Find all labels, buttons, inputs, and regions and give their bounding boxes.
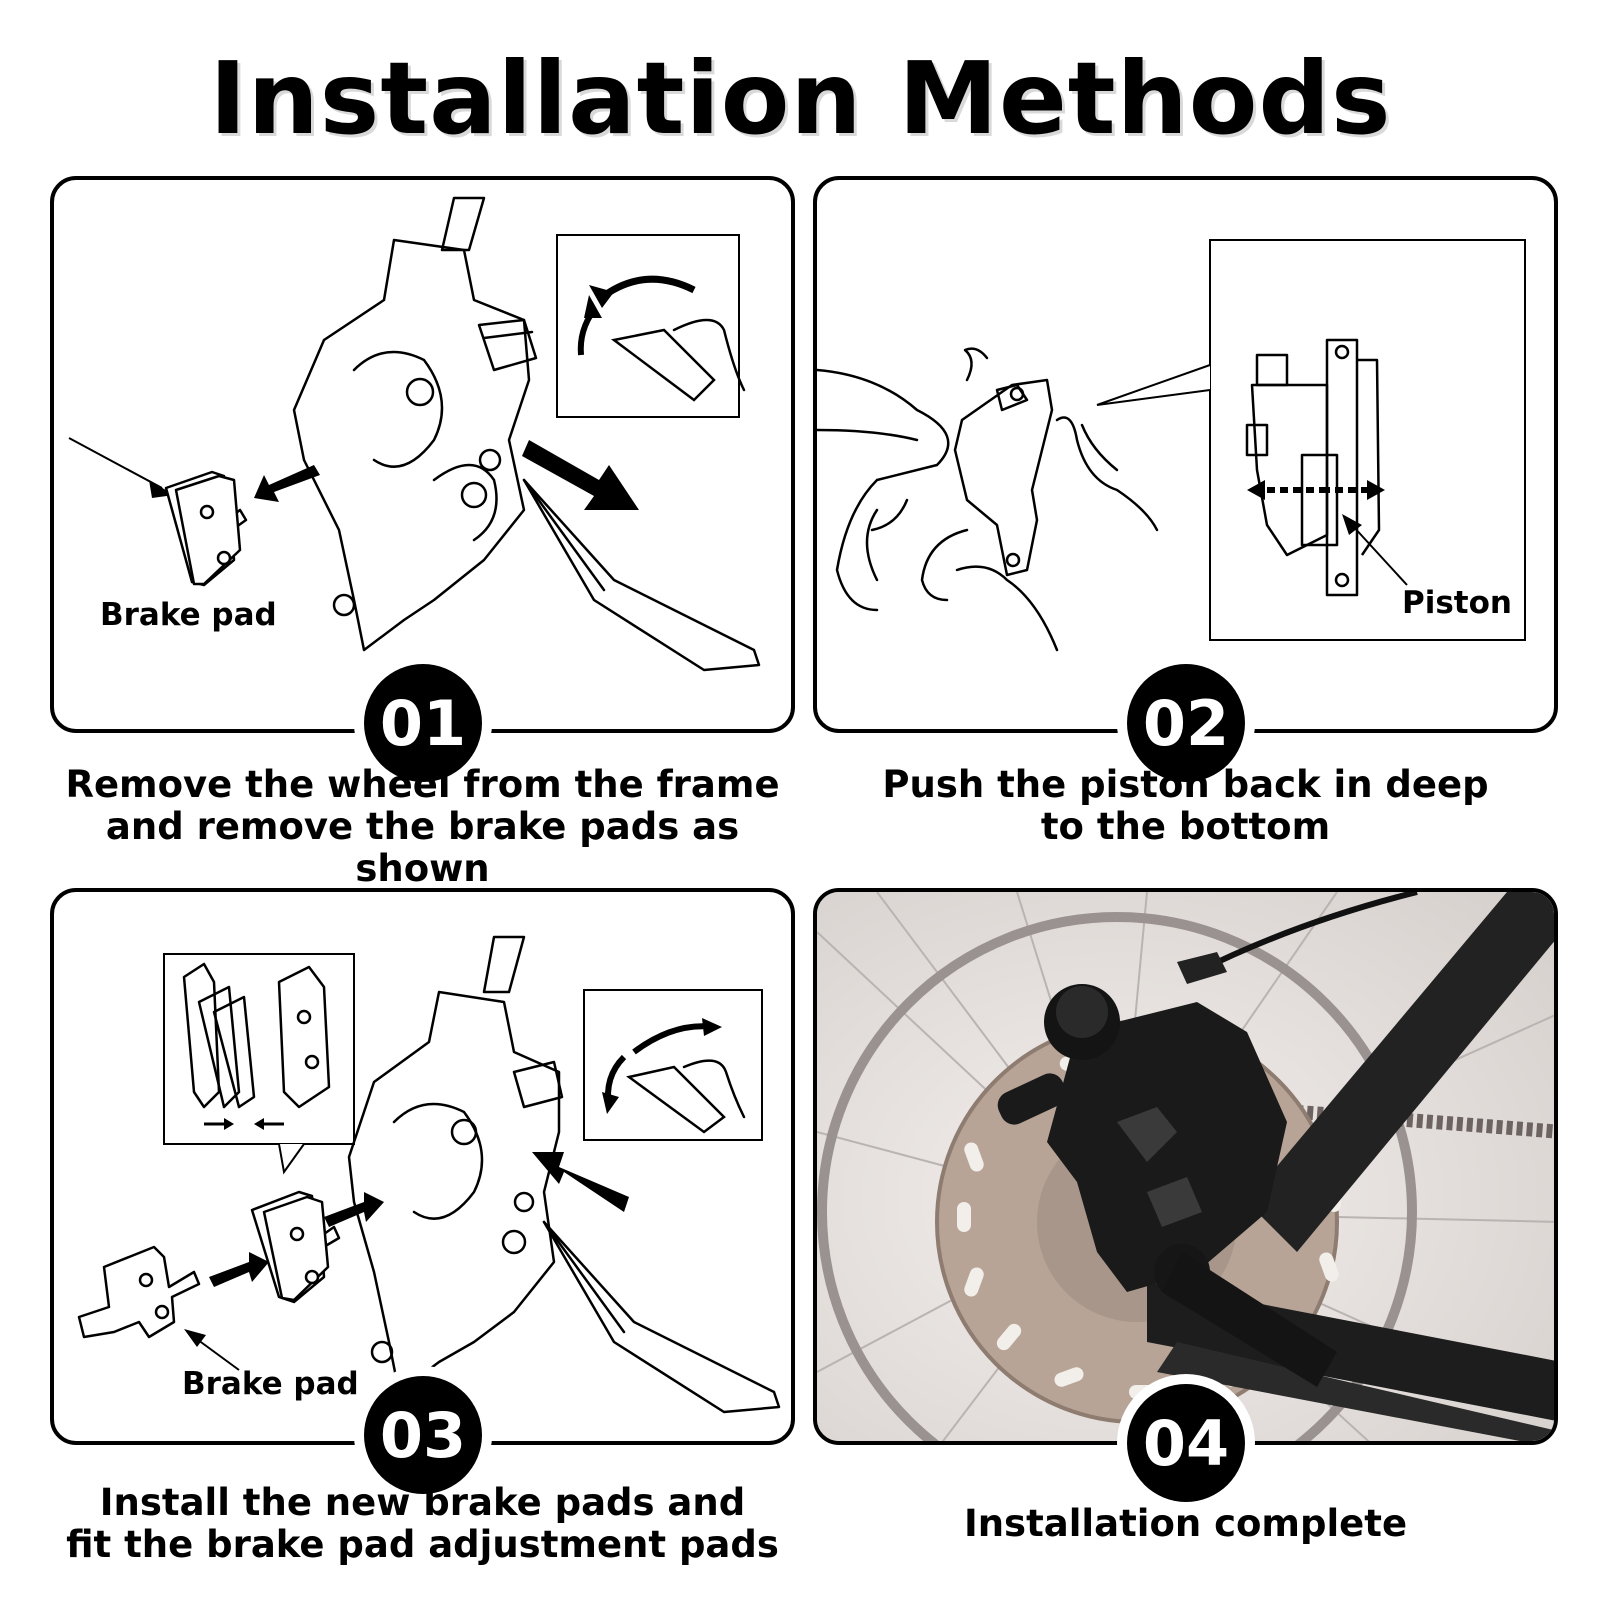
page-title: Installation Methods: [209, 40, 1392, 157]
brake-pad-label: Brake pad: [100, 597, 277, 633]
step-3-panel: Brake pad: [50, 888, 795, 1445]
step-4-number-badge: 04: [1127, 1384, 1245, 1502]
step-2-caption: Push the piston back in deep to the bott…: [803, 764, 1568, 848]
piston-label: Piston: [1402, 585, 1512, 621]
step-3-caption-line-2: fit the brake pad adjustment pads: [66, 1523, 779, 1566]
step-4-caption: Installation complete: [803, 1503, 1568, 1545]
step-3-number-badge: 03: [364, 1376, 482, 1494]
step-1-caption-line-1: Remove the wheel from the frame: [65, 763, 780, 806]
step-2-panel: Piston: [813, 176, 1558, 733]
brake-pad-label: Brake pad: [182, 1366, 359, 1402]
step-1-number-badge: 01: [364, 664, 482, 782]
step-1-caption: Remove the wheel from the frame and remo…: [40, 764, 805, 890]
step-2-illustration: [817, 239, 1526, 652]
step-3-illustration: [77, 935, 781, 1414]
step-2-caption-line-2: to the bottom: [1040, 805, 1331, 848]
step-4-photo: [817, 892, 1554, 1441]
step-2-number-badge: 02: [1127, 664, 1245, 782]
step-1-illustration: [68, 196, 761, 672]
step-4-caption-line-1: Installation complete: [963, 1502, 1408, 1545]
step-1-panel: Brake pad: [50, 176, 795, 733]
step-1-caption-line-2: and remove the brake pads as shown: [105, 805, 740, 890]
step-2-caption-line-1: Push the piston back in deep: [882, 763, 1489, 806]
step-3-caption-line-1: Install the new brake pads and: [99, 1481, 746, 1524]
step-3-caption: Install the new brake pads and fit the b…: [40, 1482, 805, 1566]
step-4-panel: [813, 888, 1558, 1445]
